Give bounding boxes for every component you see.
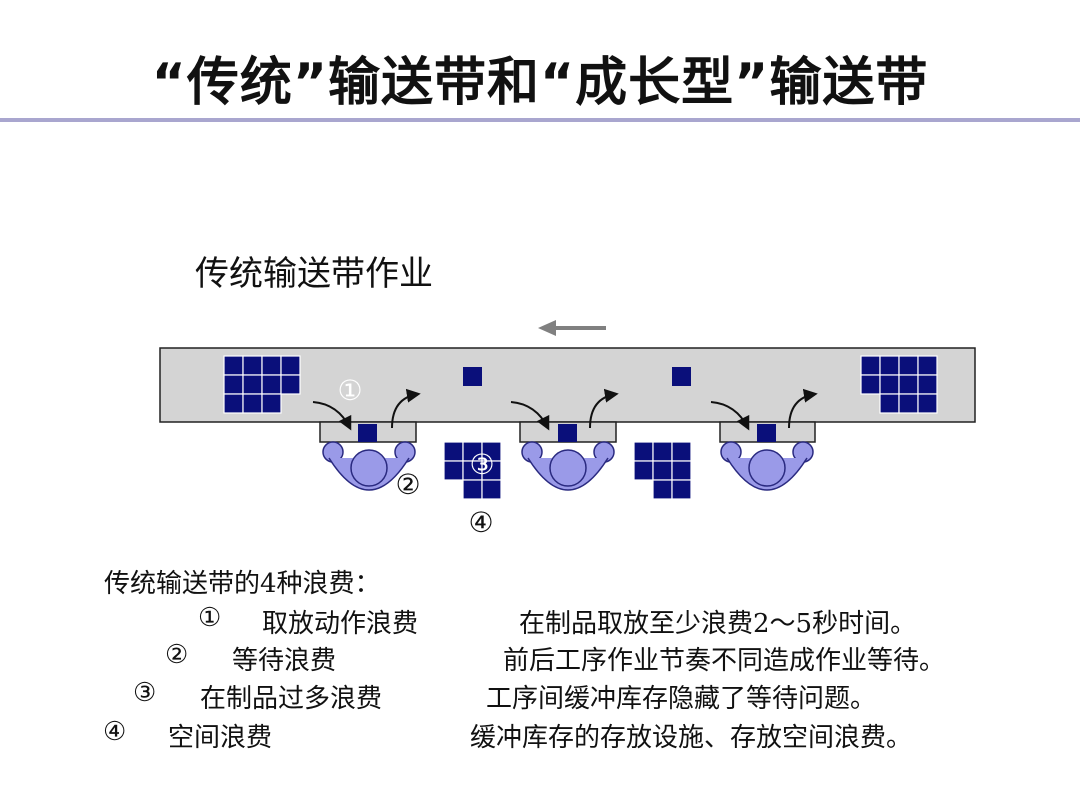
- waste-number: ②: [165, 640, 189, 670]
- direction-arrow-head: [538, 320, 556, 336]
- waste-number: ④: [103, 717, 127, 747]
- waste-number: ③: [133, 678, 157, 708]
- waste-name: 在制品过多浪费: [200, 684, 383, 714]
- buffer-stock-2: [633, 441, 692, 500]
- waste-name: 等待浪费: [232, 646, 337, 676]
- buffer-stock-1: [443, 441, 502, 500]
- page-title: “传统”输送带和“成长型”输送带: [151, 53, 929, 113]
- waste-heading: 传统输送带的4种浪费：: [104, 569, 381, 599]
- waste-name: 取放动作浪费: [262, 609, 419, 639]
- marker-4: ④: [468, 506, 493, 539]
- belt-stock-right: [860, 355, 938, 414]
- workstation-3: [719, 421, 816, 491]
- waste-description: 前后工序作业节奏不同造成作业等待。: [503, 646, 946, 676]
- waste-description: 缓冲库存的存放设施、存放空间浪费。: [470, 723, 913, 753]
- marker-1: ①: [337, 374, 362, 407]
- transfer-arrows: [312, 388, 818, 431]
- belt-item: [463, 367, 482, 386]
- waste-name: 空间浪费: [168, 723, 273, 753]
- marker-2: ②: [395, 468, 420, 501]
- section-subtitle: 传统输送带作业: [195, 254, 433, 294]
- title-divider: [0, 118, 1080, 122]
- workstation-2: [519, 421, 617, 491]
- belt-stock-left: [223, 355, 301, 414]
- belt-item: [672, 367, 691, 386]
- waste-description: 工序间缓冲库存隐藏了等待问题。: [486, 684, 877, 714]
- waste-description: 在制品取放至少浪费2～5秒时间。: [519, 609, 917, 639]
- marker-3: ③: [469, 448, 494, 481]
- waste-number: ①: [198, 603, 222, 633]
